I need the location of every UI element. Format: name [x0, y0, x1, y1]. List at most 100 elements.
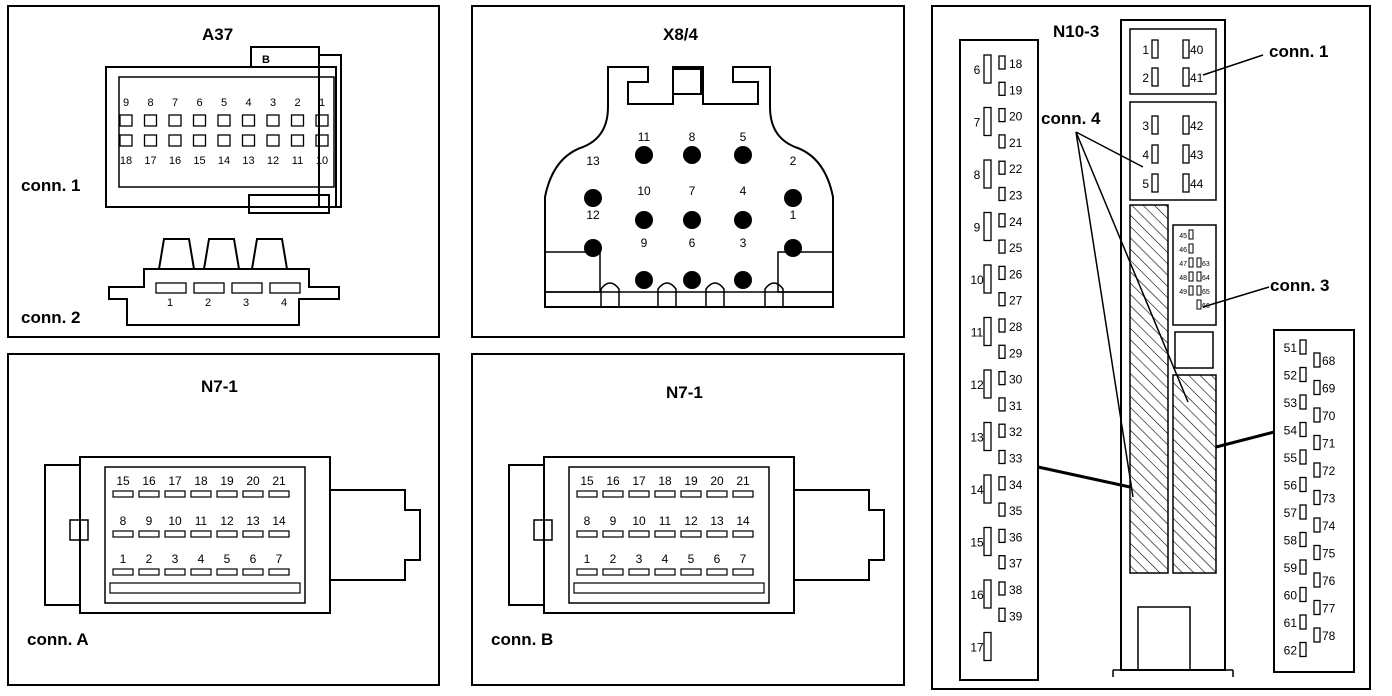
n103-conn1-leader — [1202, 54, 1264, 76]
n103-left-strip-pins: 6789101112131415161718192021222324252627… — [970, 54, 1023, 662]
a37-pin-label: 16 — [169, 155, 181, 167]
n103-pin-label: 62 — [1284, 644, 1298, 658]
n103-pin-label: 19 — [1009, 83, 1023, 97]
x84-pin — [635, 146, 653, 164]
n103-pin-cavity — [998, 160, 1006, 175]
n103-pin-label: 21 — [1009, 136, 1023, 150]
n103-pin-cavity — [1299, 641, 1307, 658]
n103-pin-cavity — [983, 316, 992, 347]
n71a-pin-label: 2 — [146, 552, 153, 566]
n103-right-strip-leader — [1215, 430, 1275, 449]
n71a-pin-cavity — [216, 530, 238, 538]
n103-pin-cavity — [998, 239, 1006, 254]
n103-pin-cavity — [998, 449, 1006, 465]
n103-conn1-block — [1129, 28, 1217, 95]
n103-pin-label: 1 — [1142, 43, 1149, 57]
n71a-pin-cavity — [164, 490, 186, 498]
n103-pin-label: 46 — [1179, 247, 1187, 254]
n71a-pin-label: 18 — [194, 474, 208, 488]
n71a-pin-label: 4 — [198, 552, 205, 566]
n103-pin-cavity — [998, 318, 1006, 333]
n71a-pin-cavity — [268, 490, 290, 498]
x84-pin-label: 3 — [740, 236, 747, 250]
x84-pin-label: 9 — [641, 236, 648, 250]
x84-pin — [683, 271, 701, 289]
n103-pin-cavity — [1188, 271, 1194, 282]
n103-pin-label: 38 — [1009, 583, 1023, 597]
n103-pin-cavity — [983, 106, 992, 137]
a37-conn1-foot — [248, 194, 330, 214]
a37-title: A37 — [202, 25, 233, 44]
n103-pin-cavity — [983, 579, 992, 609]
n103-pin-cavity — [1151, 39, 1159, 59]
a37-pin-label: 7 — [172, 97, 178, 109]
n103-pin-cavity — [998, 344, 1006, 359]
n103-pin-cavity — [1182, 144, 1190, 164]
n71b-pin-cavity — [654, 530, 676, 538]
n103-pin-label: 6 — [974, 63, 981, 77]
n103-pin-label: 77 — [1322, 602, 1336, 616]
n103-pin-label: 14 — [970, 483, 984, 497]
n103-pin-cavity — [1313, 352, 1321, 368]
n71a-face — [104, 466, 306, 604]
n103-pin-cavity — [998, 186, 1006, 202]
n103-pin-label: 60 — [1284, 589, 1298, 603]
n71b-pin-cavity — [680, 530, 702, 538]
n103-pin-label: 74 — [1322, 519, 1336, 533]
n71a-pin-cavity — [242, 490, 264, 498]
a37-pin-label: 9 — [123, 97, 129, 109]
n103-pin-cavity — [998, 528, 1006, 544]
n71a-pin-cavity — [190, 490, 212, 498]
n103-diagram: N10-3 6789101112131415161718192021222324… — [959, 19, 1355, 681]
n103-pin-cavity — [983, 631, 992, 662]
n103-pin-label: 70 — [1322, 409, 1336, 423]
x84-pin — [734, 146, 752, 164]
n71a-pin-cavity — [216, 490, 238, 498]
n103-title: N10-3 — [1053, 22, 1099, 41]
a37-pin-label: 1 — [319, 97, 325, 109]
n103-conn1-label: conn. 1 — [1269, 42, 1329, 61]
n103-pin-cavity — [998, 213, 1006, 228]
x84-pin — [784, 189, 802, 207]
x84-pin — [584, 189, 602, 207]
a37-conn2-cavity — [193, 282, 225, 294]
n71b-pin-cavity — [654, 490, 676, 498]
n103-pin-cavity — [1299, 614, 1307, 630]
n71a-pin-label: 9 — [146, 514, 153, 528]
a37-conn2-cavity — [155, 282, 187, 294]
n103-pin-label: 10 — [970, 273, 984, 287]
a37-pin-label: 13 — [242, 155, 254, 167]
n103-pin-label: 47 — [1179, 261, 1187, 268]
n71a-pin-label: 3 — [172, 552, 179, 566]
n103-pin-label: 41 — [1190, 71, 1204, 85]
n103-left-strip-leader — [1037, 465, 1131, 489]
n71b-pin-cavity — [576, 530, 598, 538]
n103-pin-label: 16 — [970, 588, 984, 602]
n71a-body — [79, 456, 331, 614]
a37-conn2-tabs — [158, 238, 288, 270]
n103-pin-label: 20 — [1009, 110, 1023, 124]
n103-pin-label: 36 — [1009, 530, 1023, 544]
x84-pin — [734, 211, 752, 229]
a37-conn2-pin-label: 2 — [205, 297, 211, 309]
n103-pin-label: 64 — [1202, 275, 1210, 282]
n103-pin-cavity — [998, 370, 1006, 386]
n103-pin-label: 75 — [1322, 547, 1336, 561]
x84-pin-label: 10 — [637, 184, 651, 198]
n103-pin-label: 71 — [1322, 437, 1336, 451]
n103-hatched-left — [1129, 204, 1169, 574]
n71b-pin-label: 4 — [662, 552, 669, 566]
n103-pin-cavity — [983, 526, 992, 557]
n103-pin-cavity — [1313, 489, 1321, 506]
a37-pin-label: 2 — [294, 97, 300, 109]
a37-pin-cavity — [266, 114, 280, 127]
n71b-pin-cavity — [602, 490, 624, 498]
n71b-pin-label: 16 — [606, 474, 620, 488]
n103-conn3-label: conn. 3 — [1270, 276, 1330, 295]
n71b-pin-label: 3 — [636, 552, 643, 566]
